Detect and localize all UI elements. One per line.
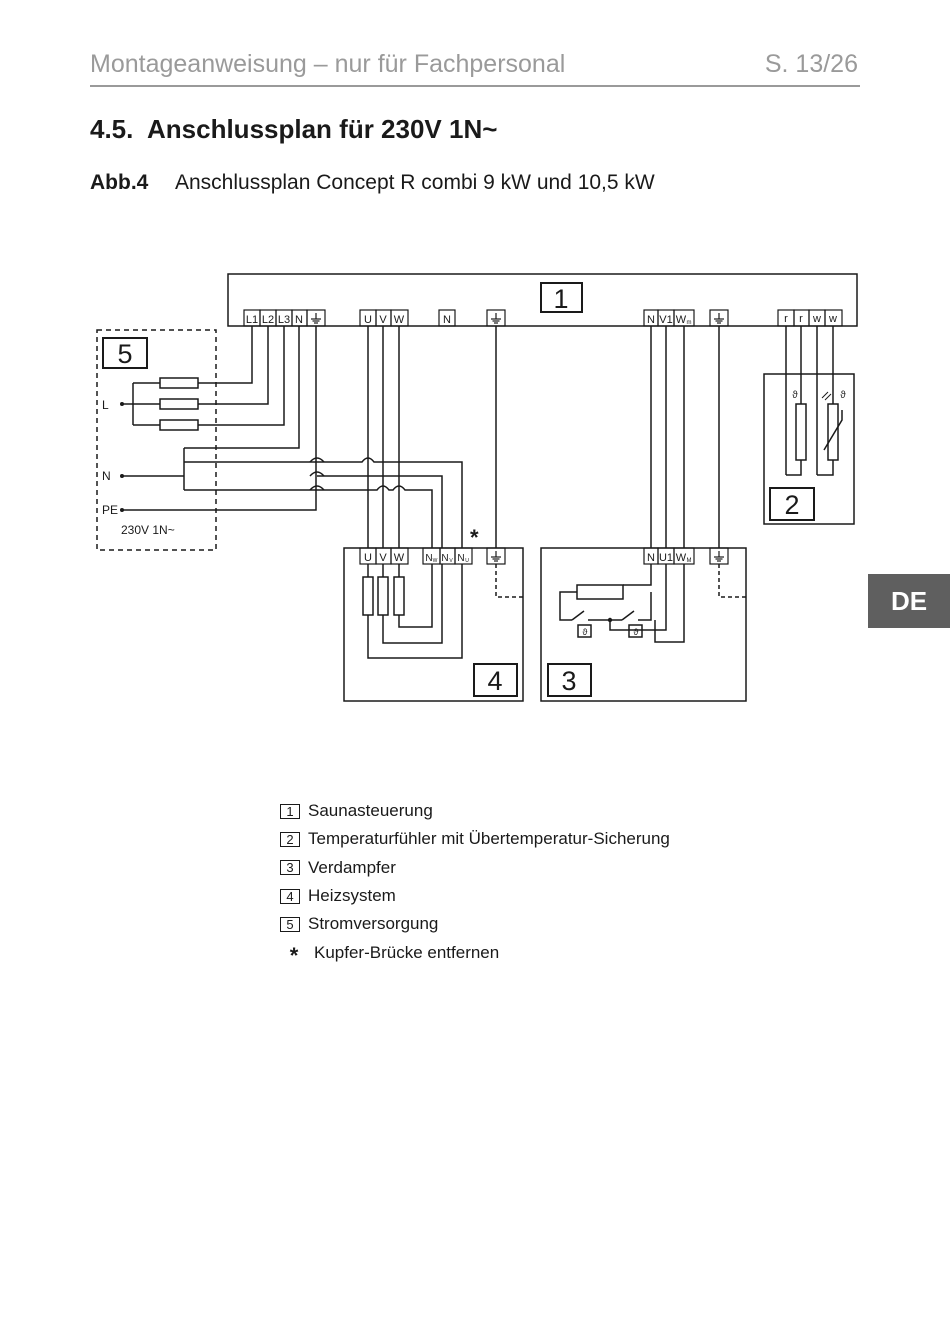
ground-icon: [713, 550, 725, 562]
legend-text: Stromversorgung: [308, 914, 439, 934]
terminal-l2-label: L2: [262, 314, 274, 326]
n-terminal-dot: [120, 474, 124, 478]
legend-star: *: [289, 942, 299, 968]
supply-voltage-label: 230V 1N~: [121, 523, 175, 537]
legend-text: Heizsystem: [308, 886, 396, 906]
sensor-wiring: [785, 326, 843, 476]
section-number: 4.5.: [90, 114, 134, 144]
legend-item: 1 Saunasteuerung: [280, 797, 670, 825]
box-1-sauna-control: [227, 273, 858, 327]
ground-icon: [713, 312, 725, 324]
pe-terminal-dot: [120, 508, 124, 512]
evaporator-terminal-wm-sub: M: [687, 558, 692, 564]
legend-number: 3: [280, 860, 300, 876]
evaporator-ground-dashed: [718, 564, 746, 598]
terminal-v1-label: V1: [659, 314, 672, 326]
copper-bridge-marker: *: [470, 525, 479, 550]
legend-text: Saunasteuerung: [308, 801, 433, 821]
limiter-arrow-icon: [821, 391, 832, 401]
box-2-temperature-sensor: [763, 373, 855, 525]
legend-item: 4 Heizsystem: [280, 882, 670, 910]
heater-terminal-u: U: [364, 552, 372, 564]
heater-terminal-nw-sub: W: [433, 558, 438, 564]
evaporator-terminal-wm: W: [676, 552, 687, 564]
heater-terminal-nw: N: [425, 553, 432, 564]
legend-number: 2: [280, 831, 300, 847]
box-1-number: 1: [553, 284, 568, 314]
terminal-n-standalone: [438, 309, 456, 327]
terminal-l3-label: L3: [278, 314, 290, 326]
heater-terminal-v: V: [379, 552, 387, 564]
evaporator-wiring: [559, 326, 720, 643]
label-l: L: [102, 398, 109, 412]
header-title: Montageanweisung – nur für Fachpersonal: [90, 50, 566, 78]
heater-wiring: [317, 326, 497, 659]
l-terminal-dot: [120, 402, 124, 406]
terminal-u-label: U: [364, 314, 372, 326]
label-n: N: [102, 469, 111, 483]
heater-terminal-nu-sub: U: [465, 558, 469, 564]
legend-text: Verdampfer: [308, 857, 396, 877]
legend-number: 1: [280, 803, 300, 819]
box-3-number: 3: [561, 666, 576, 696]
terminal-n-label: N: [295, 314, 303, 326]
ground-icon: [310, 312, 322, 324]
heater-ground-dashed: [495, 564, 523, 598]
sensor-theta-icon: ϑ: [792, 390, 798, 401]
figure-caption-text: Anschlussplan Concept R combi 9 kW und 1…: [175, 171, 655, 194]
legend-number: 5: [280, 916, 300, 932]
legend-number: 4: [280, 888, 300, 904]
box-2-number: 2: [784, 490, 799, 520]
evaporator-terminal-u1: U1: [659, 552, 673, 564]
figure-label: Abb.4: [90, 171, 149, 194]
terminal-w-label: W: [394, 314, 405, 326]
terminal-w1-label: w: [812, 313, 821, 325]
terminal-n2-label: N: [647, 314, 655, 326]
terminal-r2-label: r: [799, 313, 803, 325]
legend-note: * Kupfer-Brücke entfernen: [280, 938, 670, 968]
section-heading: 4.5. Anschlussplan für 230V 1N~: [90, 114, 497, 145]
heater-terminal-w: W: [394, 552, 405, 564]
legend-item: 2 Temperaturfühler mit Übertemperatur-Si…: [280, 825, 670, 853]
terminal-r1-label: r: [784, 313, 788, 325]
section-title: Anschlussplan für 230V 1N~: [147, 114, 498, 144]
box-5-number: 5: [117, 339, 132, 369]
evaporator-terminal-n: N: [647, 552, 655, 564]
language-tab[interactable]: DE: [868, 574, 950, 628]
heater-terminal-nv: N: [441, 553, 448, 564]
terminal-wm-sub: m: [687, 320, 692, 326]
legend-item: 3 Verdampfer: [280, 854, 670, 882]
box-2-number-frame: [769, 487, 815, 521]
label-pe: PE: [102, 503, 118, 517]
thermostat-icon: ϑ: [583, 627, 588, 637]
legend-note-text: Kupfer-Brücke entfernen: [314, 942, 500, 962]
terminal-n-standalone-label: N: [443, 314, 451, 326]
terminal-v-label: V: [379, 314, 387, 326]
heater-terminal-nv-sub: V: [449, 558, 453, 564]
legend-item: 5 Stromversorgung: [280, 910, 670, 938]
box-5-number-frame: [102, 337, 148, 369]
box-4-number-frame: [473, 663, 518, 697]
heater-terminal-nu: N: [457, 553, 464, 564]
terminal-wm-label: W: [676, 314, 687, 326]
ground-icon: [490, 312, 502, 324]
page-number: S. 13/26: [764, 50, 858, 78]
box-3-number-frame: [547, 663, 592, 697]
junction-dot: [607, 617, 613, 623]
box-5-power-supply: [96, 329, 217, 551]
thermostat-icon: ϑ: [634, 627, 639, 637]
header-divider: [90, 85, 860, 87]
terminal-l1-label: L1: [246, 314, 258, 326]
terminal-w2-label: w: [828, 313, 837, 325]
box-4-number: 4: [487, 666, 502, 696]
legend-text: Temperaturfühler mit Übertemperatur-Sich…: [308, 829, 670, 849]
limiter-theta-icon: ϑ: [840, 390, 846, 401]
ground-icon: [490, 550, 502, 562]
legend: 1 Saunasteuerung 2 Temperaturfühler mit …: [280, 797, 670, 968]
figure-caption: Abb.4 Anschlussplan Concept R combi 9 kW …: [90, 171, 655, 195]
supply-wiring: [122, 326, 325, 511]
